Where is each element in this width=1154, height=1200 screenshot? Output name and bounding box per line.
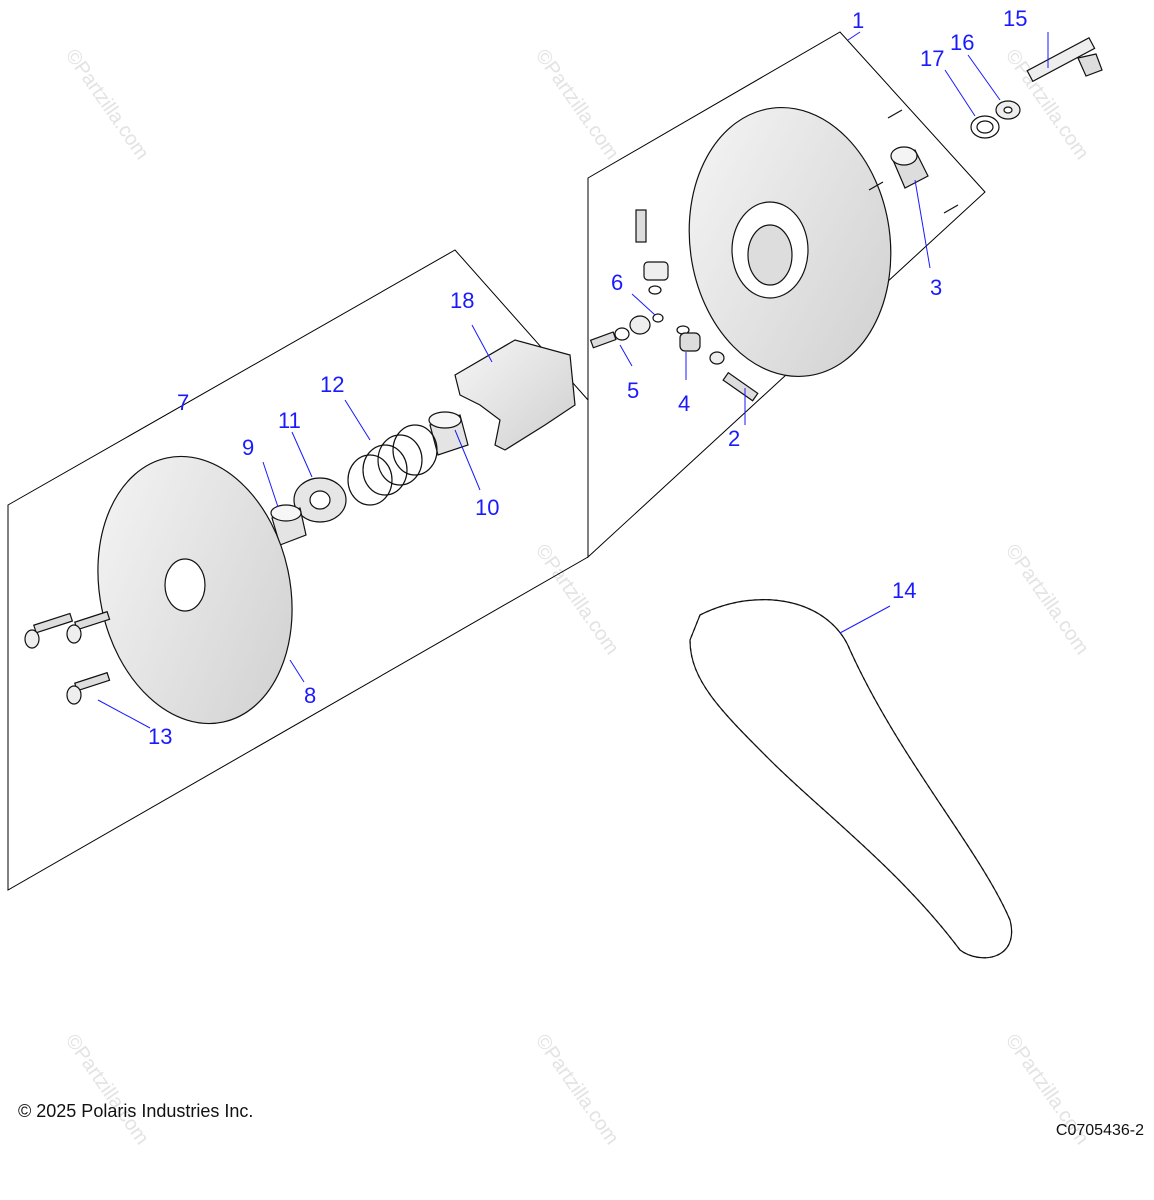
roller-upper xyxy=(643,261,669,281)
bushing-9 xyxy=(270,504,307,546)
callout-17: 17 xyxy=(920,46,944,71)
screw xyxy=(66,671,111,705)
short-pin xyxy=(589,331,617,349)
washer-small xyxy=(709,351,725,365)
callout-13: 13 xyxy=(148,724,172,749)
retaining-clip xyxy=(648,285,662,295)
moveable-sheave xyxy=(97,455,293,725)
drive-belt xyxy=(689,599,1013,959)
callout-14: 14 xyxy=(892,578,916,603)
watermark: ©Partzilla.com xyxy=(531,45,623,163)
callout-5: 5 xyxy=(627,378,639,403)
callout-12: 12 xyxy=(320,372,344,397)
callout-7: 7 xyxy=(177,390,189,415)
screw xyxy=(24,612,74,649)
watermark: ©Partzilla.com xyxy=(531,540,623,658)
washer xyxy=(995,100,1021,120)
drawing-code: C0705436-2 xyxy=(1055,1122,1144,1139)
bolt xyxy=(1026,37,1103,83)
callout-10: 10 xyxy=(475,495,499,520)
pin xyxy=(887,109,903,119)
roller-4 xyxy=(679,332,701,352)
watermark: ©Partzilla.com xyxy=(1001,540,1093,658)
spring-seat xyxy=(293,477,347,523)
roller-washer xyxy=(629,315,651,335)
callout-4: 4 xyxy=(678,391,690,416)
callout-18: 18 xyxy=(450,288,474,313)
washer-5 xyxy=(614,327,630,341)
bushing xyxy=(890,146,929,189)
bushing-10 xyxy=(428,411,469,456)
spider xyxy=(454,339,576,451)
wave-washer xyxy=(970,115,1000,139)
pin xyxy=(868,181,884,191)
spring xyxy=(347,424,438,506)
clip-6 xyxy=(652,313,664,323)
callout-1: 1 xyxy=(852,8,864,33)
screw xyxy=(66,610,111,644)
callout-6: 6 xyxy=(611,270,623,295)
roller-pin-upper xyxy=(635,209,647,243)
pin-2 xyxy=(722,371,759,402)
callout-2: 2 xyxy=(728,426,740,451)
pin xyxy=(943,204,959,214)
callout-11: 11 xyxy=(278,408,301,433)
callout-15: 15 xyxy=(1003,6,1027,31)
callout-9: 9 xyxy=(242,435,254,460)
callouts: 1 2 3 4 5 6 7 8 9 10 11 12 13 14 15 16 1… xyxy=(148,6,1027,749)
watermark: ©Partzilla.com xyxy=(61,1030,153,1148)
fixed-sheave xyxy=(688,106,892,378)
callout-16: 16 xyxy=(950,30,974,55)
watermark: ©Partzilla.com xyxy=(531,1030,623,1148)
assembly-box-7 xyxy=(7,249,589,891)
copyright-notice: © 2025 Polaris Industries Inc. xyxy=(18,1101,254,1121)
watermark: ©Partzilla.com xyxy=(61,45,153,163)
callout-3: 3 xyxy=(930,275,942,300)
callout-8: 8 xyxy=(304,683,316,708)
leader-lines xyxy=(97,31,1049,729)
